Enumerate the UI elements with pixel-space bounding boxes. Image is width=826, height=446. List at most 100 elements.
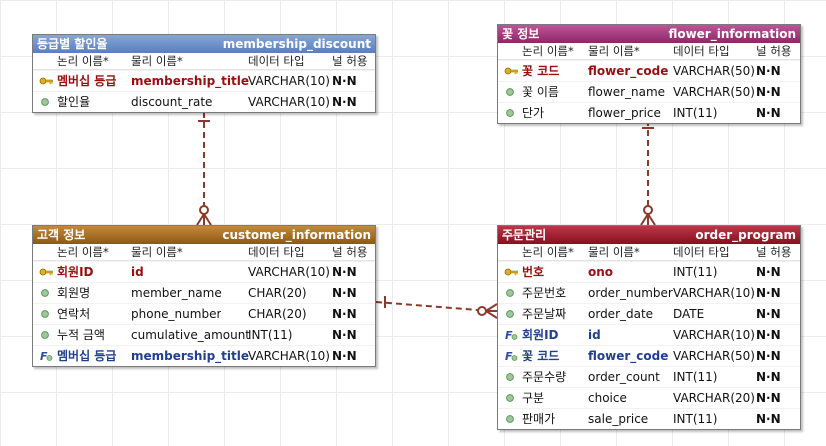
attribute-data-type: VARCHAR(10) bbox=[248, 349, 330, 363]
crow-foot-left-customer bbox=[196, 213, 205, 226]
attribute-dot-icon bbox=[39, 304, 53, 324]
attribute-physical-name: order_count bbox=[588, 370, 660, 384]
attribute-dot-icon bbox=[504, 409, 518, 429]
logical-name-header: 논리 이름* bbox=[522, 245, 574, 259]
attribute-row[interactable]: 연락처 phone_number CHAR(20) N·N bbox=[33, 303, 375, 324]
attribute-data-type: VARCHAR(10) bbox=[673, 286, 755, 300]
attribute-logical-name: 멤버십 등급 bbox=[57, 74, 117, 88]
attribute-null-flag: N·N bbox=[332, 307, 357, 321]
attribute-data-type: INT(11) bbox=[673, 412, 718, 426]
attribute-physical-name: id bbox=[131, 265, 144, 279]
data-type-header: 데이터 타입 bbox=[248, 245, 305, 259]
attribute-physical-name: flower_name bbox=[588, 85, 666, 99]
attribute-physical-name: sale_price bbox=[588, 412, 649, 426]
attribute-logical-name: 회원ID bbox=[57, 265, 94, 279]
attribute-null-flag: N·N bbox=[332, 349, 357, 363]
attribute-data-type: VARCHAR(50) bbox=[673, 85, 755, 99]
attribute-physical-name: ono bbox=[588, 265, 614, 279]
entity-title-english: membership_discount bbox=[222, 37, 371, 51]
attribute-dot-icon bbox=[504, 304, 518, 324]
attribute-dot-icon bbox=[39, 283, 53, 303]
null-allowed-header: 널 허용 bbox=[756, 245, 792, 259]
attribute-physical-name: order_date bbox=[588, 307, 654, 321]
attribute-null-flag: N·N bbox=[756, 106, 781, 120]
svg-text:F: F bbox=[505, 329, 513, 342]
data-type-header: 데이터 타입 bbox=[673, 245, 730, 259]
foreign-key-icon: F bbox=[504, 325, 518, 345]
attribute-data-type: VARCHAR(10) bbox=[248, 95, 330, 109]
attribute-logical-name: 주문번호 bbox=[522, 286, 567, 300]
attribute-physical-name: order_number bbox=[588, 286, 673, 300]
attribute-dot-icon bbox=[504, 82, 518, 102]
attribute-data-type: VARCHAR(50) bbox=[673, 64, 755, 78]
attribute-logical-name: 단가 bbox=[522, 106, 545, 120]
crow-foot-top-order-customer bbox=[485, 303, 498, 312]
attribute-physical-name: flower_price bbox=[588, 106, 661, 120]
relationship-line-customer-order bbox=[375, 301, 479, 311]
attribute-null-flag: N·N bbox=[332, 74, 357, 88]
attribute-data-type: INT(11) bbox=[248, 328, 293, 342]
primary-key-icon bbox=[39, 262, 53, 282]
attribute-data-type: VARCHAR(50) bbox=[673, 349, 755, 363]
attribute-logical-name: 꽃 이름 bbox=[522, 85, 559, 99]
attribute-data-type: DATE bbox=[673, 307, 705, 321]
attribute-physical-name: phone_number bbox=[131, 307, 222, 321]
attribute-data-type: VARCHAR(10) bbox=[248, 74, 330, 88]
attribute-logical-name: 꽃 코드 bbox=[522, 349, 560, 363]
attribute-logical-name: 연락처 bbox=[57, 307, 91, 321]
attribute-null-flag: N·N bbox=[332, 95, 357, 109]
attribute-null-flag: N·N bbox=[756, 412, 781, 426]
attribute-physical-name: membership_title bbox=[131, 74, 250, 88]
attribute-physical-name: id bbox=[588, 328, 601, 342]
attribute-null-flag: N·N bbox=[332, 286, 357, 300]
attribute-physical-name: membership_title bbox=[131, 349, 250, 363]
attribute-null-flag: N·N bbox=[756, 265, 781, 279]
optional-circle-customer bbox=[199, 205, 209, 215]
attribute-data-type: VARCHAR(10) bbox=[673, 328, 755, 342]
attribute-dot-icon bbox=[504, 367, 518, 387]
optional-circle-order-flower bbox=[643, 205, 653, 215]
null-allowed-header: 널 허용 bbox=[756, 44, 792, 58]
logical-name-header: 논리 이름* bbox=[57, 245, 109, 259]
attribute-logical-name: 할인율 bbox=[57, 95, 91, 109]
attribute-data-type: INT(11) bbox=[673, 265, 718, 279]
physical-name-header: 물리 이름* bbox=[588, 44, 640, 58]
logical-name-header: 논리 이름* bbox=[522, 44, 574, 58]
attribute-data-type: CHAR(20) bbox=[248, 307, 307, 321]
attribute-logical-name: 구분 bbox=[522, 391, 545, 405]
crow-foot-right-order-flower bbox=[647, 213, 656, 226]
data-type-header: 데이터 타입 bbox=[248, 54, 305, 68]
attribute-row[interactable]: 할인율 discount_rate VARCHAR(10)N·N bbox=[33, 91, 375, 112]
crow-foot-right-customer bbox=[203, 213, 212, 226]
crow-foot-left-order-flower bbox=[640, 213, 649, 226]
attribute-physical-name: discount_rate bbox=[131, 95, 213, 109]
logical-name-header: 논리 이름* bbox=[57, 54, 109, 68]
